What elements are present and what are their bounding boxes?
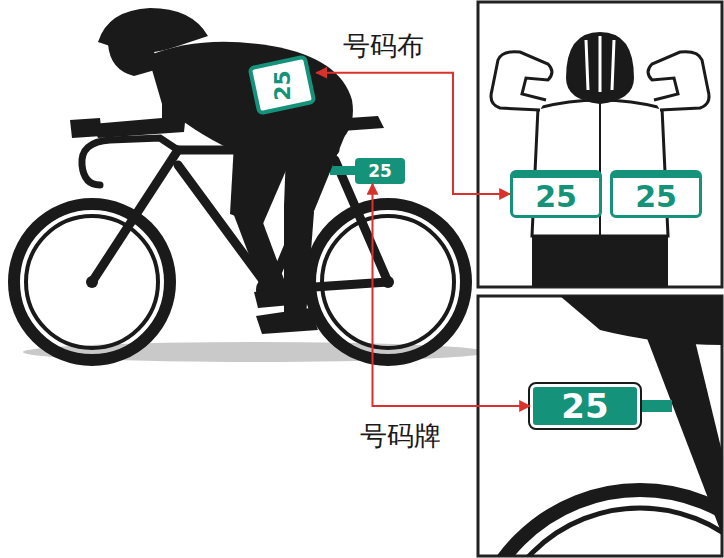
number-bib: 25 [610, 170, 702, 218]
rider-silhouette [70, 8, 353, 334]
number-bib: 25 [247, 54, 316, 115]
pointer-arrow [373, 184, 531, 406]
number-bib: 25 [510, 170, 602, 218]
number-text: 25 [270, 70, 295, 101]
number-text: 25 [561, 386, 608, 426]
plate-holder [330, 166, 358, 175]
rider-back-view [491, 32, 709, 287]
number-plate: 25 [355, 158, 405, 184]
pointer-arrow [317, 73, 510, 194]
part-label: 号码牌 [360, 418, 441, 454]
number-text: 25 [368, 161, 392, 181]
number-plate: 25 [530, 384, 640, 428]
part-label: 号码布 [343, 28, 424, 64]
number-text: 25 [635, 179, 677, 214]
number-text: 25 [535, 179, 577, 214]
bike-closeup [478, 296, 722, 556]
